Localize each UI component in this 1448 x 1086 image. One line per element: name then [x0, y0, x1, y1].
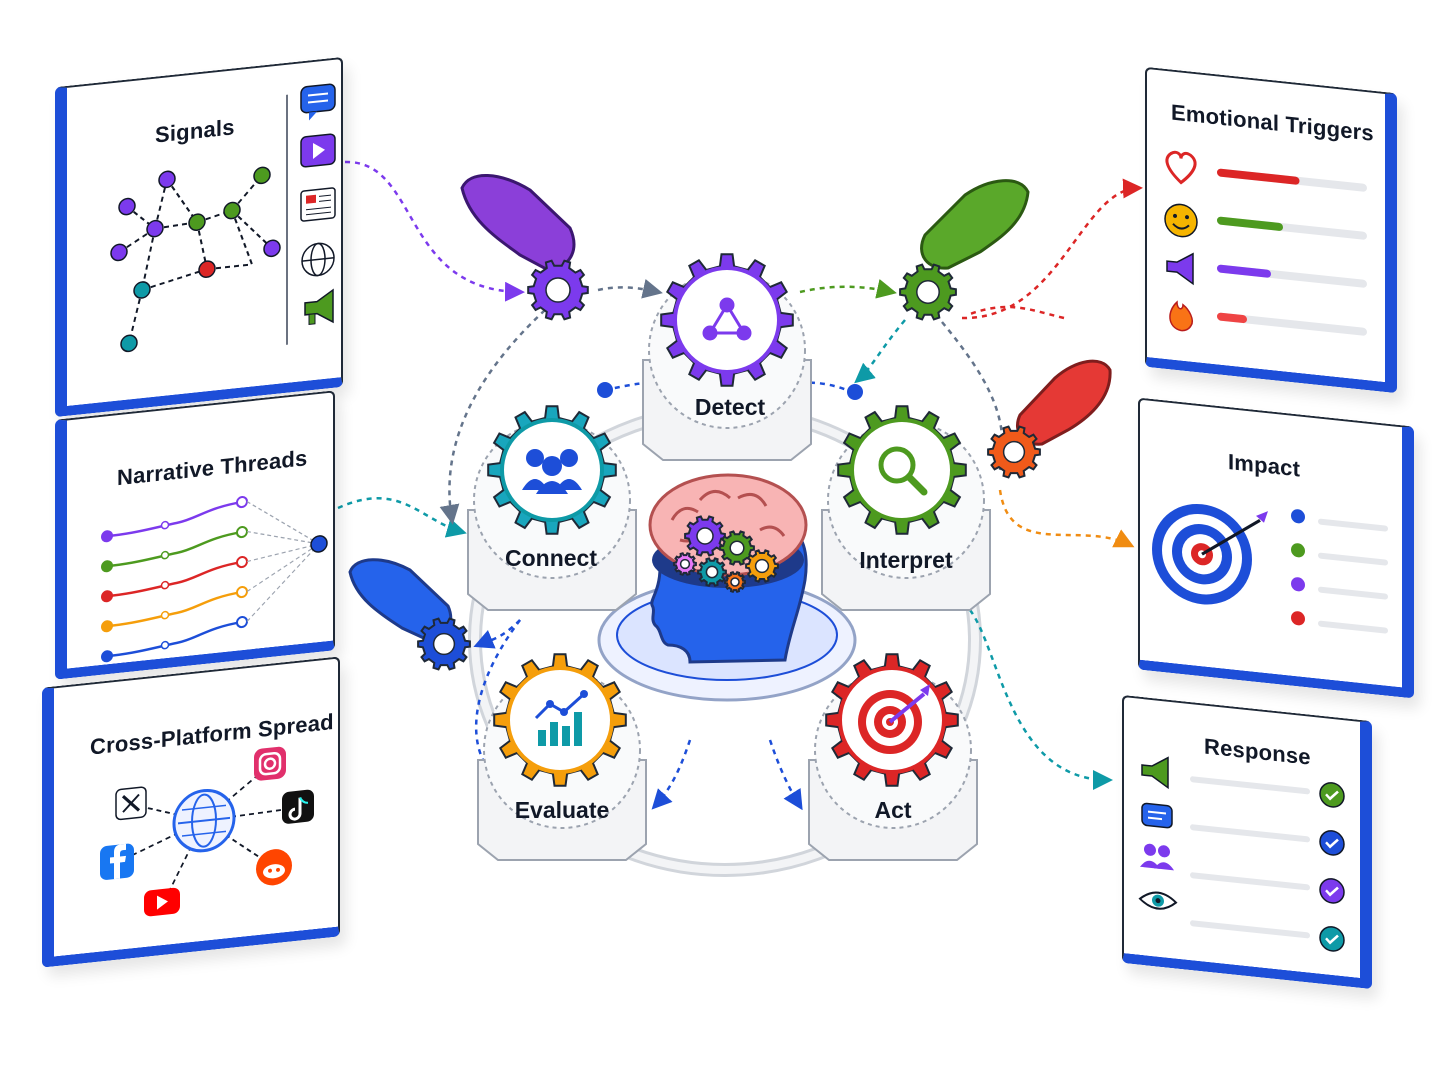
stage-label-act: Act: [874, 797, 912, 823]
megaphone-icon: [304, 288, 334, 325]
chat-bubble-icon: [300, 83, 336, 121]
trigger-bar: [1217, 168, 1367, 192]
globe-icon: [301, 242, 335, 277]
network-triangle-icon: [673, 266, 781, 374]
video-play-icon: [300, 133, 336, 168]
thread-line: [101, 543, 320, 603]
narrative-threads-chart: [101, 496, 328, 663]
globe-hub-icon: [172, 788, 236, 853]
newspaper-icon: [300, 187, 336, 222]
target-arrow-icon: [838, 666, 946, 774]
hand-gear-blue: [417, 617, 471, 671]
tiktok-icon: [282, 789, 314, 824]
brain-gear-teal: [697, 557, 727, 587]
eye-icon: [1138, 891, 1178, 910]
response-row: [1190, 824, 1345, 856]
hand-purple-icon: [460, 174, 576, 272]
brain-gears: [673, 515, 779, 594]
emotional-bars: [1164, 150, 1367, 336]
magnifier-icon: [850, 418, 954, 522]
brain-gear-purple: [684, 515, 726, 557]
response-checklist: [1138, 756, 1345, 952]
brain-gear-orange: [745, 549, 779, 583]
trigger-bar: [1217, 264, 1367, 288]
bar-chart-icon: [506, 666, 614, 774]
head-brain-icon: [648, 473, 808, 664]
response-panel: Response: [1122, 694, 1372, 990]
thread-line: [101, 543, 320, 633]
stage-label-detect: Detect: [694, 394, 766, 420]
narrative-panel: Narrative Threads: [55, 390, 335, 680]
response-row: [1190, 872, 1345, 904]
hand-green-icon: [920, 179, 1030, 270]
impact-target: [1152, 503, 1388, 634]
youtube-icon: [144, 887, 180, 917]
response-row: [1190, 920, 1345, 952]
stage-label-evaluate: Evaluate: [514, 797, 610, 823]
thread-line: [101, 543, 320, 663]
signals-panel: Signals: [55, 56, 343, 418]
platform-spread-graph: [100, 746, 314, 917]
hand-gear-purple: [527, 259, 589, 321]
thread-convergence-node: [310, 535, 328, 553]
reddit-icon: [256, 849, 292, 886]
gear-icons: [500, 266, 954, 774]
fire-icon: [1169, 300, 1194, 332]
hand-red-icon: [1016, 359, 1112, 446]
chat-blue-icon: [1141, 802, 1173, 829]
hand-gear-green: [899, 263, 957, 321]
people-purple-icon: [1140, 843, 1174, 871]
thread-line: [101, 496, 320, 545]
connector-lines: [337, 160, 1143, 811]
people-group-icon: [500, 418, 604, 522]
emotional-panel: Emotional Triggers: [1145, 66, 1397, 394]
spread-panel: Cross-Platform Spread: [42, 656, 340, 968]
megaphone-green-icon: [1141, 756, 1169, 790]
thread-line: [101, 526, 320, 573]
heart-icon: [1165, 150, 1197, 185]
stage-label-interpret: Interpret: [859, 547, 953, 573]
signals-network-graph: [110, 83, 336, 353]
facebook-icon: [100, 843, 134, 880]
hand-gear-orange: [987, 425, 1041, 479]
stage-label-connect: Connect: [505, 545, 597, 571]
brain-gear-orange-small: [724, 570, 746, 594]
trigger-bar: [1217, 216, 1367, 240]
impact-panel: Impact: [1138, 397, 1414, 699]
trigger-bar: [1217, 312, 1367, 336]
megaphone-purple-icon: [1166, 252, 1194, 286]
x-logo-icon: [115, 786, 147, 821]
instagram-icon: [254, 746, 286, 781]
smiley-icon: [1164, 203, 1198, 238]
brain-gear-pink: [673, 552, 697, 576]
response-row: [1190, 776, 1345, 808]
